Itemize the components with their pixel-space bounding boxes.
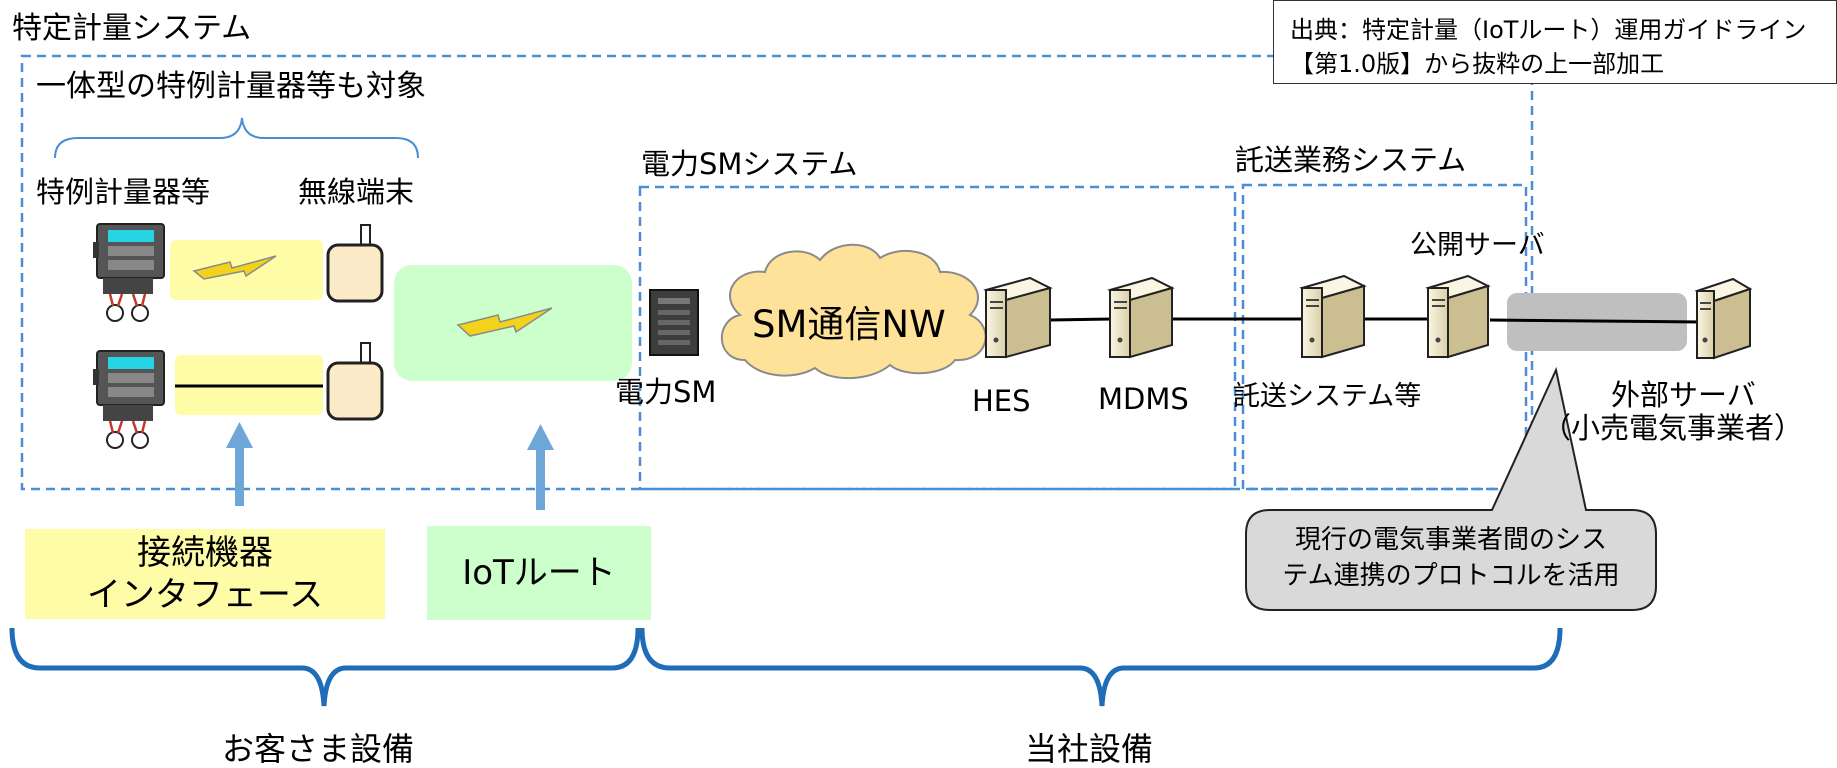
consignment-system-node-label: 託送システム等 — [1233, 381, 1422, 412]
mdms-label: MDMS — [1098, 382, 1189, 416]
sm-network-cloud — [720, 243, 987, 380]
special-meter-label: 特例計量器等 — [36, 175, 211, 209]
company-equipment-brace — [639, 627, 1563, 707]
mdms-server-icon — [1107, 276, 1175, 359]
iot-bolt-icon — [456, 307, 553, 337]
special-meter-icon — [93, 350, 165, 449]
consignment-system-label: 託送業務システム — [1235, 143, 1467, 177]
source-note-line2: 【第1.0版】から抜粋の上一部加工 — [1290, 50, 1665, 78]
interface-arrow — [226, 422, 253, 506]
external-server-icon — [1694, 277, 1753, 360]
hes-mdms-link — [1049, 317, 1113, 322]
source-note-line1: 出典：特定計量（IoTルート）運用ガイドライン — [1290, 16, 1807, 44]
protocol-callout-text: 現行の電気事業者間のシス テム連携のプロトコルを活用 — [1246, 522, 1656, 594]
iot-route-arrow — [527, 424, 554, 510]
specified-metering-system-border — [20, 54, 1534, 491]
diagram-title: 特定計量システム — [12, 11, 252, 46]
callout-line2: テム連携のプロトコルを活用 — [1282, 561, 1620, 591]
power-sm-label: 電力SM — [615, 375, 717, 409]
public-server-icon — [1425, 274, 1491, 359]
special-meter-icon — [93, 223, 165, 322]
public-server-label: 公開サーバ — [1410, 230, 1545, 261]
company-equipment-label: 当社設備 — [1025, 730, 1154, 768]
sm-network-label: SM通信NW — [752, 303, 946, 346]
customer-equipment-brace — [9, 627, 641, 707]
wireless-terminal-icon — [326, 224, 384, 303]
meter-group-brace — [54, 117, 419, 159]
power-sm-icon — [649, 289, 699, 356]
customer-equipment-label: お客さま設備 — [222, 730, 415, 768]
public-external-link — [1489, 318, 1701, 324]
interface-box-line1: 接続機器 — [137, 533, 273, 573]
special-meter-group-label: 一体型の特例計量器等も対象 — [36, 69, 426, 104]
connected-device-interface-box: 接続機器 インタフェース — [25, 529, 385, 619]
iot-route-box: IoTルート — [427, 526, 651, 620]
wireless-terminal-icon — [326, 342, 384, 421]
iot-route-label: IoTルート — [462, 553, 616, 593]
protocol-callout-bubble — [1245, 366, 1657, 611]
hes-label: HES — [972, 384, 1031, 418]
power-sm-system-label: 電力SMシステム — [641, 147, 858, 181]
source-note: 出典：特定計量（IoTルート）運用ガイドライン 【第1.0版】から抜粋の上一部加… — [1273, 0, 1837, 84]
external-server-label: 外部サーバ — [1611, 378, 1756, 412]
external-server-owner-label: （小売電気事業者） — [1542, 411, 1804, 445]
hes-server-icon — [983, 276, 1053, 359]
power-sm-system-border — [638, 185, 1237, 491]
interface-box-line2: インタフェース — [86, 575, 324, 615]
wireless-bolt-icon — [192, 255, 277, 280]
wireless-terminal-label: 無線端末 — [298, 175, 415, 209]
consignment-server-icon — [1299, 274, 1367, 359]
callout-line1: 現行の電気事業者間のシス — [1294, 525, 1607, 555]
